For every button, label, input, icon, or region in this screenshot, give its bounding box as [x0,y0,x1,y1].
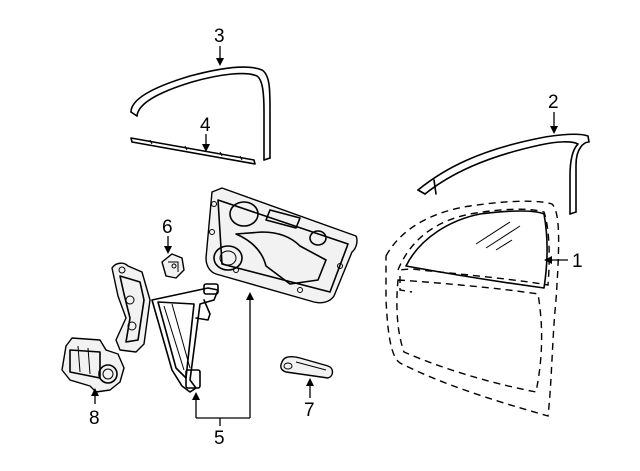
callout-5: 5 [214,428,225,449]
part-5-door-module [205,187,358,304]
callout-4: 4 [200,115,211,136]
callout-3: 3 [214,26,225,47]
part-1-door-shell [385,200,560,417]
part-3-run-channel [130,66,271,161]
part-4-belt-molding [130,137,256,165]
callout-6: 6 [162,217,173,238]
part-5-window-regulator [151,283,219,393]
part-8-motor [61,337,125,393]
callout-leaders [91,46,568,426]
part-2-frame-molding [417,133,590,215]
callout-7: 7 [304,400,315,421]
callout-2: 2 [548,92,559,113]
part-6-clip [161,253,185,279]
part-7-handle [280,356,334,379]
callout-8: 8 [89,408,100,429]
regulator-bracket [111,262,151,353]
callout-1: 1 [572,251,583,272]
